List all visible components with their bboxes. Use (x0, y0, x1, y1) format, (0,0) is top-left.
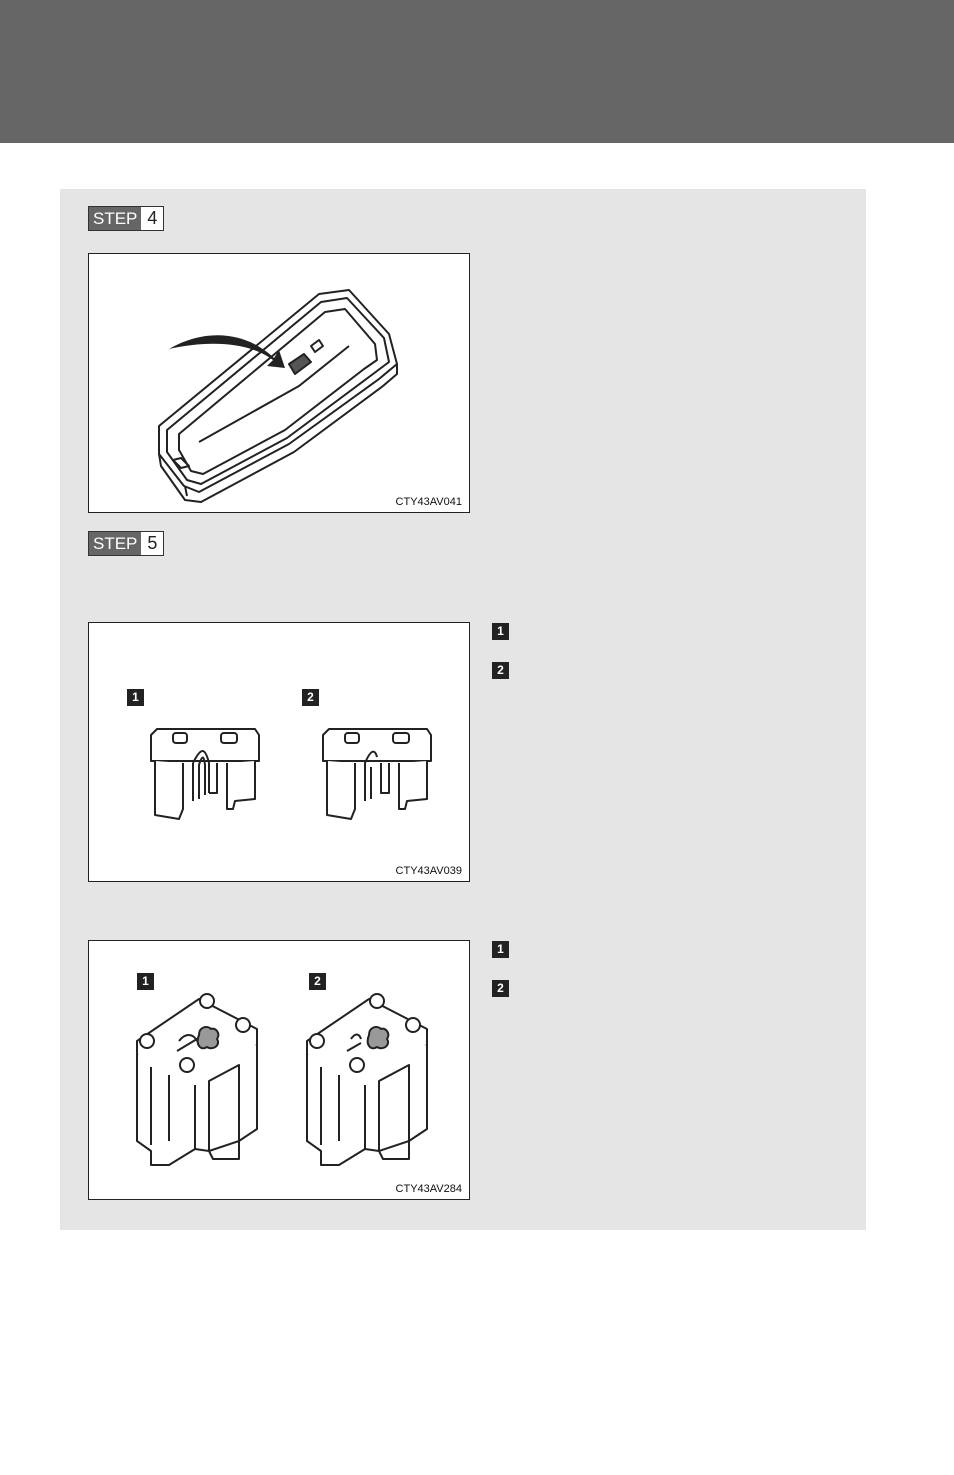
step-number: 5 (141, 532, 164, 555)
fuse-label-2: 2 (309, 973, 326, 990)
step-number: 4 (141, 207, 164, 230)
legend-badge-2: 2 (492, 980, 509, 997)
fuse-label-2: 2 (302, 689, 319, 706)
step-4-label: STEP 4 (88, 206, 165, 231)
header-band (0, 0, 954, 143)
figure-code: CTY43AV039 (395, 865, 462, 877)
fuse-box-cover-illustration-icon (158, 289, 398, 503)
legend-badge-1: 1 (492, 623, 509, 640)
fuse-label-1: 1 (127, 689, 144, 706)
figure-code: CTY43AV041 (395, 496, 462, 508)
blade-fuses-figure: 1 2 CTY43AV039 (88, 622, 470, 882)
fuse-label-1: 1 (137, 973, 154, 990)
cartridge-fuses-figure: 1 2 CTY43AV2 (88, 940, 470, 1200)
fuse-box-cover-figure: CTY43AV041 (88, 253, 470, 513)
figure-code: CTY43AV284 (395, 1183, 462, 1195)
step-word: STEP (89, 207, 142, 230)
legend-badge-2: 2 (492, 662, 509, 679)
blade-fuse-illustration-icon (150, 728, 432, 820)
cartridge-fuse-illustration-icon (136, 993, 428, 1166)
step-5-label: STEP 5 (88, 531, 165, 556)
legend-badge-1: 1 (492, 941, 509, 958)
step-word: STEP (89, 532, 142, 555)
